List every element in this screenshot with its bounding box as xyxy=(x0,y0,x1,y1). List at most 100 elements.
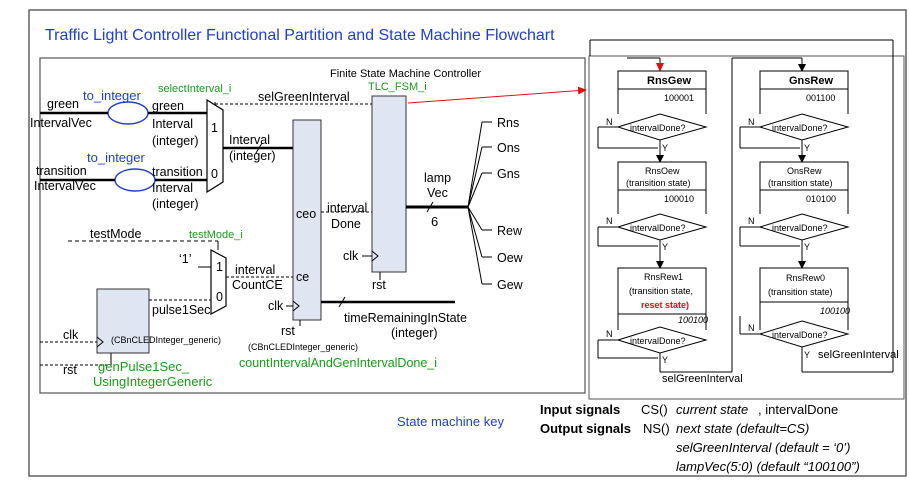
state-rnsgew xyxy=(617,70,707,90)
decision-5-n: N xyxy=(748,216,755,226)
code-onsrew: 010100 xyxy=(806,194,836,204)
to-integer-ellipse-2 xyxy=(114,168,156,192)
trans-int-b: Interval xyxy=(152,181,193,195)
out-gns: Gns xyxy=(497,167,520,181)
state-rnsrew0 xyxy=(759,267,849,303)
mux2-in-0: 0 xyxy=(216,290,223,304)
to-integer-ellipse-1 xyxy=(107,101,149,125)
key-output-a: NS() xyxy=(643,421,670,436)
out-rew: Rew xyxy=(497,224,523,238)
state-rnsrew1 xyxy=(617,267,707,315)
interval-out-a: Interval xyxy=(229,133,270,147)
fsm-clk: clk xyxy=(343,249,359,263)
countce-a: interval xyxy=(235,263,275,277)
code-rnsrew1: 100100 xyxy=(678,315,708,325)
interval-out-b: (integer) xyxy=(229,149,276,163)
sel-green-label: selGreenInterval xyxy=(258,90,350,104)
state-rnsrew1-c: reset state) xyxy=(641,300,689,310)
code-rnsgew: 100001 xyxy=(664,93,694,103)
state-onsrew xyxy=(759,161,849,191)
decision-1-label: intervalDone? xyxy=(630,123,686,133)
fsm-title: Finite State Machine Controller xyxy=(330,68,481,80)
green-int-c: (integer) xyxy=(152,134,199,148)
transition-vec-label-b: IntervalVec xyxy=(34,179,96,193)
decision-1 xyxy=(616,113,708,141)
decision-3-label: intervalDone? xyxy=(630,336,686,346)
counter-clk: clk xyxy=(268,299,284,313)
trans-int-c: (integer) xyxy=(152,197,199,211)
pulse-instance-a: genPulse1Sec_ xyxy=(98,359,190,374)
decision-4-y: Y xyxy=(804,143,810,153)
state-gnsrew-label: GnsRew xyxy=(789,75,833,87)
select-interval-label: selectInterval_i xyxy=(158,83,231,95)
mux1-in-1: 1 xyxy=(211,121,218,135)
state-rnsrew0-a: RnsRew0 xyxy=(786,273,825,283)
code-rnsoew: 100010 xyxy=(664,194,694,204)
decision-6-y: Y xyxy=(804,350,810,360)
sel-green-right: selGreenInterval xyxy=(818,349,899,361)
to-integer-label-1: to_integer xyxy=(83,88,141,103)
green-vec-label-a: green xyxy=(47,97,79,111)
decision-1-y: Y xyxy=(662,143,668,153)
counter-ceo: ceo xyxy=(296,207,316,221)
decision-3-n: N xyxy=(606,329,613,339)
state-rnsrew0-b: (transition state) xyxy=(768,287,833,297)
transition-vec-label-a: transition xyxy=(36,164,87,178)
decision-6 xyxy=(758,320,850,348)
out-oew: Oew xyxy=(497,251,524,265)
code-gnsrew: 001100 xyxy=(806,93,835,103)
counter-rst: rst xyxy=(281,324,295,338)
state-onsrew-a: OnsRew xyxy=(787,166,822,176)
key-output-line2: selGreenInterval (default = ‘0’) xyxy=(676,440,851,455)
fsm-to-flowchart-arrow xyxy=(407,86,587,104)
decision-5-label: intervalDone? xyxy=(772,223,828,233)
countce-mux xyxy=(210,249,227,315)
key-output-line3: lampVec(5:0) (default “100100”) xyxy=(676,459,860,474)
pulse-instance-b: UsingIntegerGeneric xyxy=(93,374,213,389)
key-output-label: Output signals xyxy=(540,421,631,436)
counter-generic: (CBnCLEDInteger_generic) xyxy=(248,342,358,352)
state-rnsrew1-a: RnsRew1 xyxy=(644,272,683,282)
decision-6-n: N xyxy=(748,323,755,333)
decision-2-label: intervalDone? xyxy=(630,223,686,233)
green-int-a: green xyxy=(152,99,184,113)
partition-frame xyxy=(39,57,586,394)
decision-4-label: intervalDone? xyxy=(772,123,828,133)
key-input-c: , intervalDone xyxy=(758,402,838,417)
interval-done-a: interval xyxy=(327,201,367,215)
green-int-b: Interval xyxy=(152,117,193,131)
pulse-rst: rst xyxy=(63,363,77,377)
fsm-block xyxy=(371,95,407,273)
lamp-b: Vec xyxy=(427,186,448,200)
counter-ce: ce xyxy=(296,270,309,284)
decision-2-n: N xyxy=(606,216,613,226)
pulse-label: pulse1Sec xyxy=(152,303,210,317)
out-gew: Gew xyxy=(497,278,524,292)
counter-block xyxy=(292,119,322,321)
decision-2-y: Y xyxy=(662,242,668,252)
time-remaining-a: timeRemainingInState xyxy=(344,311,467,325)
fsm-instance: TLC_FSM_i xyxy=(368,81,427,93)
decision-5-y: Y xyxy=(804,242,810,252)
testmode-label: testMode xyxy=(90,227,141,241)
state-rnsgew-label: RnsGew xyxy=(647,75,691,87)
key-input-b: current state xyxy=(676,402,748,417)
state-gnsrew xyxy=(759,70,849,90)
lamp-a: lamp xyxy=(424,171,451,185)
flowchart-frame xyxy=(588,55,905,400)
interval-done-b: Done xyxy=(331,217,361,231)
sel-green-left: selGreenInterval xyxy=(662,373,743,385)
decision-4 xyxy=(758,113,850,141)
trans-int-a: transition xyxy=(152,165,203,179)
state-rnsoew-a: RnsOew xyxy=(645,166,680,176)
decision-1-n: N xyxy=(606,117,613,127)
time-remaining-b: (integer) xyxy=(391,326,438,340)
countce-b: CountCE xyxy=(232,278,283,292)
mux2-in-1: 1 xyxy=(216,260,223,274)
decision-3 xyxy=(616,326,708,354)
outer-frame xyxy=(28,9,907,477)
interval-mux xyxy=(206,98,224,194)
lamp-fanout xyxy=(467,121,492,285)
code-rnsrew0: 100100 xyxy=(820,306,850,316)
